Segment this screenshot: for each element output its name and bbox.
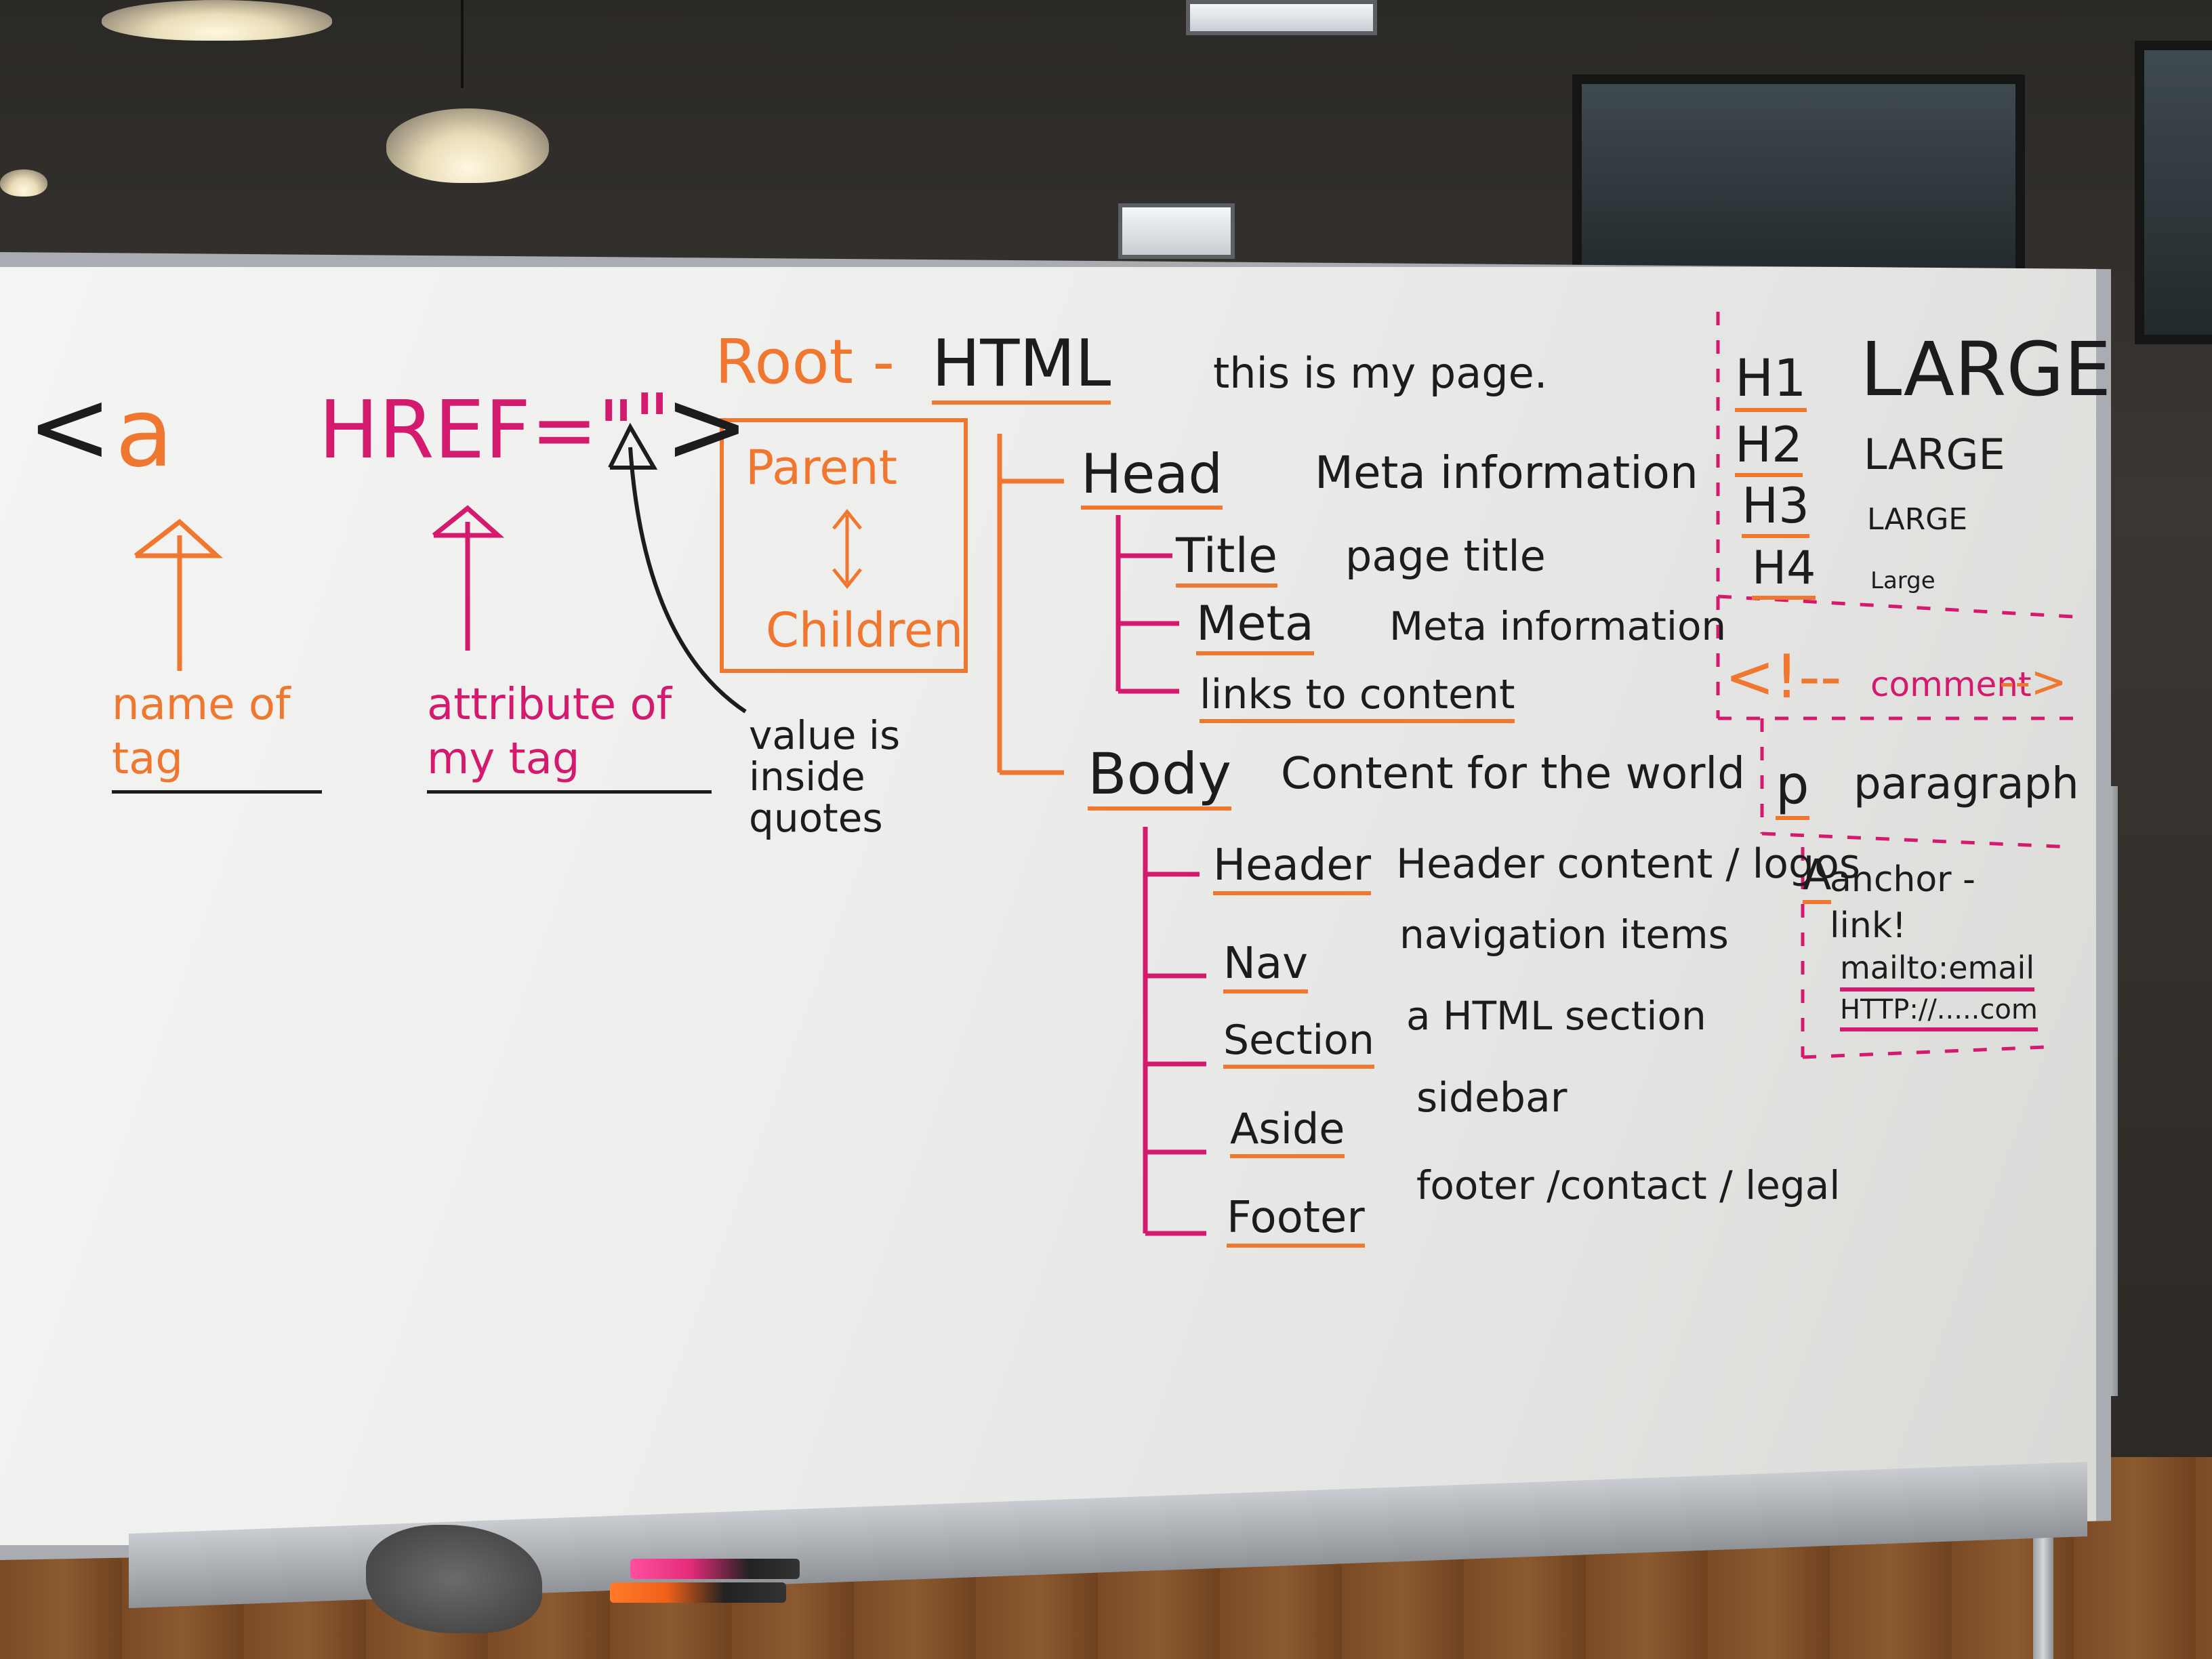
head-child-title: Title bbox=[1176, 532, 1278, 588]
anchor-tag: A bbox=[1803, 854, 1832, 904]
root-label: Root - bbox=[715, 327, 895, 398]
body-child-section: Section bbox=[1223, 1020, 1374, 1069]
heading-text-h1: LARGE bbox=[1860, 326, 2112, 413]
body-child-header: Header bbox=[1213, 844, 1372, 895]
body-child-aside: Aside bbox=[1230, 1108, 1345, 1158]
body-child-nav-desc: navigation items bbox=[1399, 912, 1729, 958]
body-child-aside-desc: sidebar bbox=[1416, 1074, 1568, 1122]
head-child-title-desc: page title bbox=[1345, 531, 1546, 581]
tag-open-bracket: < bbox=[27, 368, 112, 486]
body-child-section-desc: a HTML section bbox=[1406, 993, 1706, 1039]
tag-close-bracket: > bbox=[664, 368, 750, 486]
html-root-desc: this is my page. bbox=[1213, 348, 1548, 398]
head-child-meta: Meta bbox=[1196, 600, 1314, 655]
comment-close: --> bbox=[1999, 657, 2067, 708]
body-child-header-desc: Header content / logos bbox=[1396, 840, 1861, 888]
pendant-lamp-left bbox=[0, 169, 47, 197]
arrow-to-attribute bbox=[432, 505, 505, 651]
orange-marker bbox=[610, 1582, 786, 1603]
heading-text-h4: Large bbox=[1870, 567, 1936, 594]
html-tree-lines bbox=[997, 434, 1064, 775]
tag-name: a bbox=[115, 378, 173, 489]
paragraph-tag: p bbox=[1776, 759, 1809, 820]
body-label: Body bbox=[1088, 745, 1232, 811]
anchor-desc: anchor - link! bbox=[1830, 859, 1975, 946]
body-child-footer: Footer bbox=[1227, 1196, 1365, 1248]
whiteboard bbox=[0, 252, 2111, 1560]
paragraph-desc: paragraph bbox=[1853, 759, 2079, 809]
dashed-dividers bbox=[1716, 312, 2074, 1059]
background-window-right bbox=[2135, 41, 2212, 344]
note-value-inside-quotes: value is inside quotes bbox=[749, 712, 901, 841]
comment-text: comment bbox=[1870, 665, 2032, 704]
heading-text-h3: LARGE bbox=[1867, 502, 1968, 537]
body-child-footer-desc: footer /contact / legal bbox=[1416, 1162, 1841, 1208]
double-arrow-icon bbox=[832, 508, 862, 590]
body-tree-lines bbox=[1143, 827, 1206, 1236]
body-desc: Content for the world bbox=[1281, 749, 1745, 799]
heading-tag-h4: H4 bbox=[1752, 546, 1816, 600]
ceiling-light-panel-2 bbox=[1118, 203, 1235, 259]
body-child-nav: Nav bbox=[1223, 942, 1308, 994]
head-desc: Meta information bbox=[1315, 447, 1698, 499]
eraser-cloth bbox=[366, 1525, 542, 1633]
parent-children-box bbox=[720, 418, 968, 673]
arrow-to-tag bbox=[134, 518, 224, 671]
note-name-of-tag: name of tag bbox=[112, 678, 322, 794]
pink-marker bbox=[630, 1559, 800, 1579]
head-label: Head bbox=[1081, 447, 1223, 510]
pendant-lamp bbox=[386, 108, 549, 183]
pendant-lamp-ceiling bbox=[102, 0, 332, 41]
tag-attribute: HREF=" bbox=[319, 383, 635, 476]
head-child-meta-desc: Meta information bbox=[1389, 603, 1727, 649]
parent-label: Parent bbox=[745, 440, 898, 495]
lamp-cord bbox=[461, 0, 464, 88]
tag-value-close-quote: " bbox=[634, 376, 671, 470]
note-attribute-of-my-tag: attribute of my tag bbox=[427, 678, 712, 794]
children-label: Children bbox=[766, 602, 964, 658]
comment-open: <!-- bbox=[1725, 642, 1842, 712]
html-root: HTML bbox=[932, 332, 1111, 405]
head-child-links: links to content bbox=[1200, 674, 1515, 723]
arrow-to-value bbox=[608, 422, 747, 714]
anchor-mailto: mailto:email bbox=[1840, 952, 2035, 991]
heading-tag-h1: H1 bbox=[1735, 352, 1807, 412]
heading-tag-h2: H2 bbox=[1735, 420, 1803, 477]
heading-text-h2: LARGE bbox=[1864, 430, 2005, 479]
head-tree-lines bbox=[1115, 515, 1179, 694]
anchor-http: HTTP://.....com bbox=[1840, 996, 2038, 1031]
ceiling-light-panel bbox=[1186, 0, 1377, 35]
heading-tag-h3: H3 bbox=[1742, 481, 1809, 538]
